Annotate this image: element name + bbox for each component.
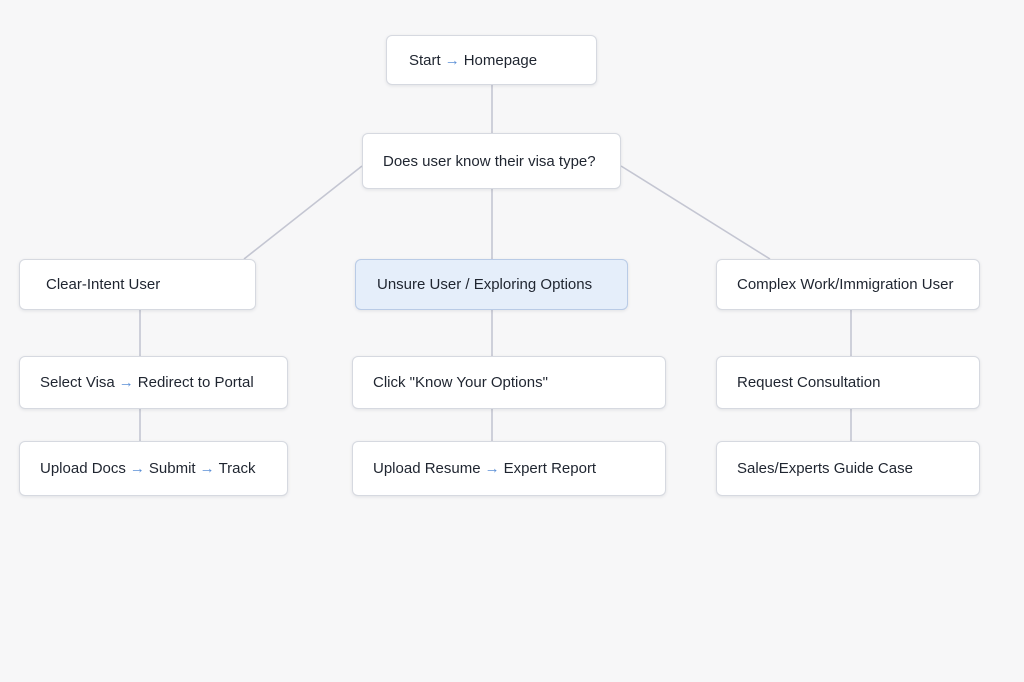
node-label: Expert Report bbox=[503, 460, 597, 477]
arrow-icon: → bbox=[199, 460, 215, 477]
node-label: Sales/Experts Guide Case bbox=[737, 460, 913, 477]
node-label: Redirect to Portal bbox=[137, 374, 254, 391]
arrow-icon: → bbox=[444, 51, 460, 69]
node-complex-user: Complex Work/Immigration User bbox=[716, 259, 980, 310]
node-label: Clear-Intent User bbox=[46, 276, 161, 293]
node-label: Track bbox=[218, 460, 256, 477]
node-label: Submit bbox=[148, 460, 196, 477]
node-label: Request Consultation bbox=[737, 374, 881, 391]
node-select-visa: Select Visa→Redirect to Portal bbox=[19, 356, 288, 409]
node-label: Complex Work/Immigration User bbox=[737, 276, 954, 293]
node-visa-type-question: Does user know their visa type? bbox=[362, 133, 621, 189]
node-unsure-user: Unsure User / Exploring Options bbox=[355, 259, 628, 310]
node-label: Upload Resume bbox=[373, 460, 481, 477]
arrow-icon: → bbox=[484, 460, 500, 477]
node-label: Click "Know Your Options" bbox=[373, 374, 548, 391]
node-start: Start→Homepage bbox=[386, 35, 597, 85]
node-label: Select Visa bbox=[40, 374, 115, 391]
node-upload-docs: Upload Docs→Submit→Track bbox=[19, 441, 288, 496]
node-request-consultation: Request Consultation bbox=[716, 356, 980, 409]
connector-question-clear-intent bbox=[243, 165, 363, 260]
arrow-icon: → bbox=[129, 460, 145, 477]
node-clear-intent-user: Clear-Intent User bbox=[19, 259, 256, 310]
node-label: Upload Docs bbox=[40, 460, 126, 477]
node-upload-resume: Upload Resume→Expert Report bbox=[352, 441, 666, 496]
node-label: Unsure User / Exploring Options bbox=[377, 276, 593, 293]
node-label: Start bbox=[409, 51, 441, 69]
node-label: Homepage bbox=[463, 51, 538, 69]
node-know-your-options: Click "Know Your Options" bbox=[352, 356, 666, 409]
arrow-icon: → bbox=[118, 374, 134, 391]
connector-question-complex bbox=[620, 165, 771, 260]
node-label: Does user know their visa type? bbox=[383, 152, 596, 170]
node-sales-experts-guide: Sales/Experts Guide Case bbox=[716, 441, 980, 496]
